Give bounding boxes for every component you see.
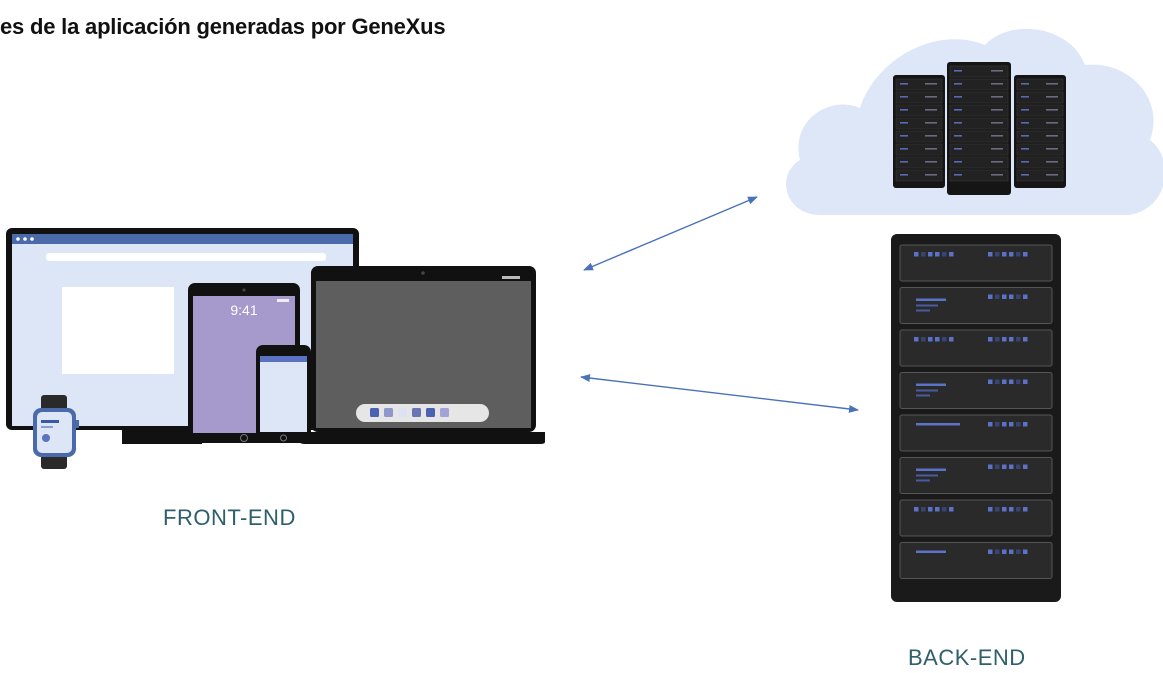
frontend-label: FRONT-END (163, 505, 296, 530)
rack-unit (899, 287, 1053, 324)
smartwatch-icon (33, 395, 79, 469)
rack-unit (899, 542, 1053, 579)
rack-unit (899, 414, 1053, 452)
phone-icon (256, 345, 311, 443)
rack-unit (899, 329, 1053, 367)
server-cluster-icon (893, 62, 1066, 195)
rack-unit (899, 499, 1053, 537)
arrow-frontend-backend (580, 374, 859, 413)
rack-unit (899, 244, 1053, 282)
tablet-clock: 9:41 (230, 302, 257, 318)
rack-unit (899, 372, 1053, 409)
diagram-title: es de la aplicación generadas por GeneXu… (0, 14, 446, 39)
laptop-icon (300, 266, 545, 444)
backend-label: BACK-END (908, 645, 1026, 670)
rack-unit (899, 457, 1053, 494)
server-rack-icon (891, 234, 1061, 602)
arrow-frontend-cloud (583, 196, 758, 271)
